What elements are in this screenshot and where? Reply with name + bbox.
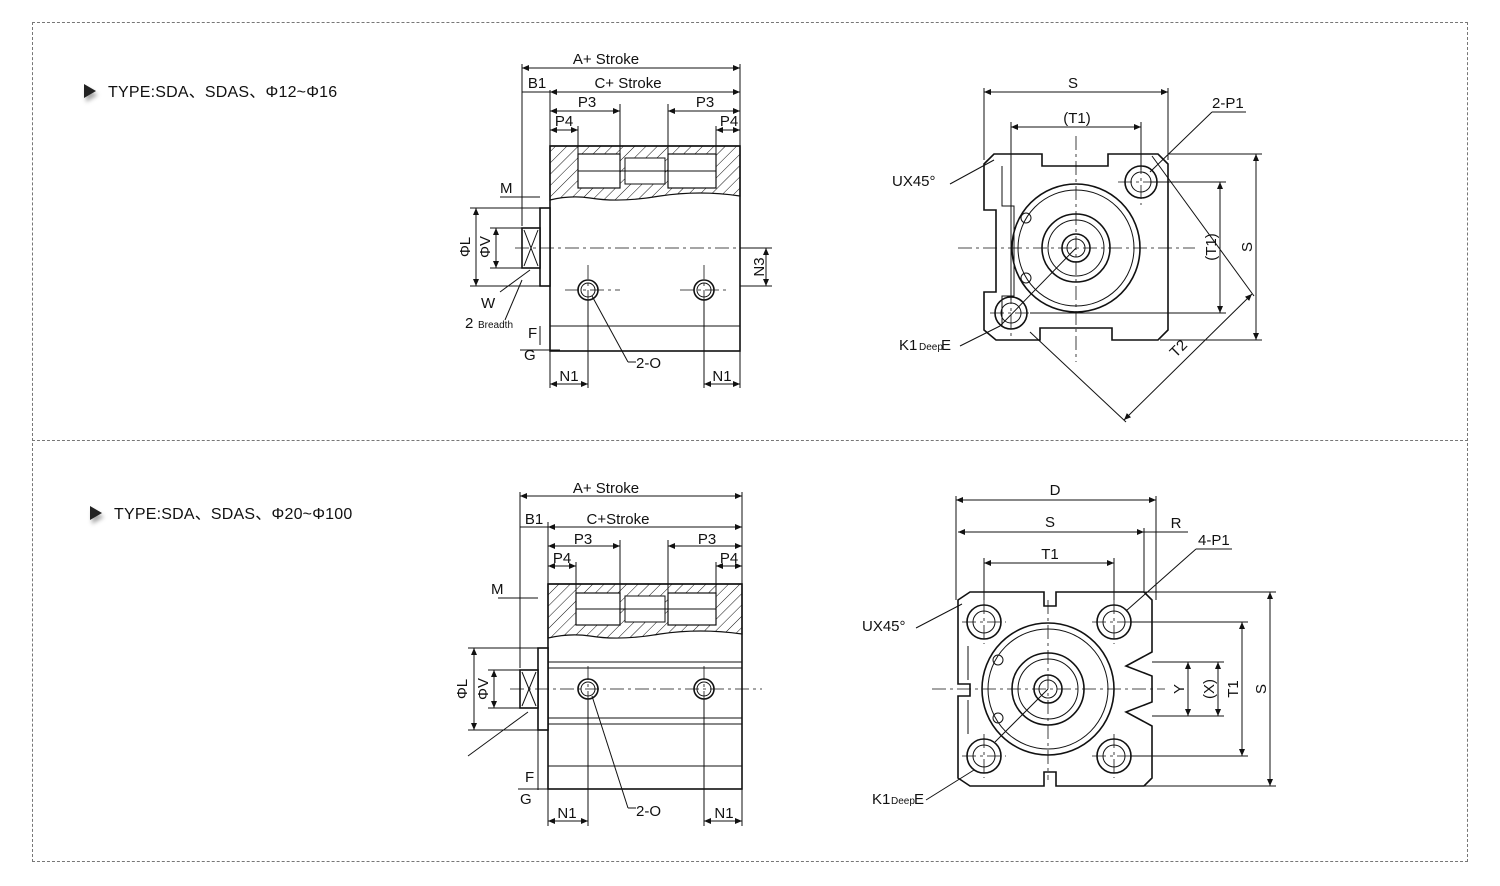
end-view-large: D S R T1 4-P1 UX45° Y (X) T1 S K1 Deep E (862, 482, 1276, 808)
dim-g: G (520, 791, 532, 808)
pointer-arrow-icon (90, 506, 102, 520)
dim-f: F (528, 325, 537, 342)
dim-4-p1: 4-P1 (1198, 532, 1230, 549)
pointer-arrow-icon (84, 84, 96, 98)
dim-w: W (481, 295, 496, 312)
type-label-text: TYPE:SDA、SDAS、Φ12~Φ16 (108, 84, 338, 101)
dim-y: Y (1171, 684, 1188, 694)
dim-p4: P4 (720, 113, 738, 130)
dim-k1: K1 (872, 791, 890, 808)
dim-phi-l: ΦL (457, 237, 474, 257)
type-label-small: TYPE:SDA、SDAS、Φ12~Φ16 (84, 78, 337, 102)
dim-n3: N3 (751, 257, 768, 276)
dim-t1: (T1) (1063, 110, 1091, 127)
dim-n1: N1 (559, 368, 578, 385)
dim-e: E (941, 337, 951, 354)
dim-phi-v: ΦV (477, 236, 494, 258)
dim-k1: K1 (899, 337, 917, 354)
dim-s-side: S (1239, 242, 1256, 252)
dim-p3: P3 (696, 94, 714, 111)
dim-p4: P4 (720, 550, 738, 567)
dim-p4: P4 (553, 550, 571, 567)
dim-2-p1: 2-P1 (1212, 95, 1244, 112)
dim-ux45: UX45° (862, 618, 906, 635)
end-plate-outline (957, 591, 1153, 787)
dim-b1: B1 (525, 511, 543, 528)
dim-c-stroke: C+Stroke (587, 511, 650, 528)
dim-c-stroke: C+ Stroke (594, 75, 661, 92)
dim-phi-l: ΦL (454, 679, 471, 699)
dim-m: M (500, 180, 513, 197)
dim-e: E (914, 791, 924, 808)
dim-s: S (1068, 75, 1078, 92)
dim-deep: Deep (919, 342, 943, 353)
dim-g: G (524, 347, 536, 364)
dim-f: F (525, 769, 534, 786)
dim-t1-side: (T1) (1203, 233, 1220, 261)
dim-t1-side: T1 (1225, 680, 1242, 698)
dim-p4: P4 (555, 113, 573, 130)
type-label-text: TYPE:SDA、SDAS、Φ20~Φ100 (114, 506, 353, 523)
section-divider (32, 440, 1468, 441)
side-view-small: A+ Stroke B1 C+ Stroke P3 P3 P4 P4 M ΦL … (457, 51, 772, 388)
dim-phi-v: ΦV (475, 678, 492, 700)
dim-p3: P3 (574, 531, 592, 548)
dim-n1: N1 (557, 805, 576, 822)
dim-breadth-num: 2 (465, 315, 473, 332)
end-view-small: S (T1) 2-P1 UX45° (T1) S T2 K1 Deep E (892, 75, 1262, 423)
dim-breadth-word: Breadth (478, 320, 513, 331)
type-label-large: TYPE:SDA、SDAS、Φ20~Φ100 (90, 500, 352, 524)
dim-s-side: S (1253, 684, 1270, 694)
dim-n1: N1 (714, 805, 733, 822)
dim-p3: P3 (578, 94, 596, 111)
dim-s: S (1045, 514, 1055, 531)
dim-a-stroke: A+ Stroke (573, 480, 639, 497)
dim-r: R (1171, 515, 1182, 532)
dim-ports: 2-O (636, 355, 661, 372)
dim-n1: N1 (712, 368, 731, 385)
dim-d: D (1050, 482, 1061, 499)
dim-a-stroke: A+ Stroke (573, 51, 639, 68)
side-view-large: A+ Stroke B1 C+Stroke P3 P3 P4 P4 M ΦL Φ… (454, 480, 762, 826)
dim-m: M (491, 581, 504, 598)
drawing-frame (32, 22, 1468, 862)
dim-x: (X) (1201, 679, 1218, 699)
dim-p3: P3 (698, 531, 716, 548)
dim-deep: Deep (891, 796, 915, 807)
dim-ux45: UX45° (892, 173, 936, 190)
dim-t1: T1 (1041, 546, 1059, 563)
dim-ports: 2-O (636, 803, 661, 820)
dim-b1: B1 (528, 75, 546, 92)
